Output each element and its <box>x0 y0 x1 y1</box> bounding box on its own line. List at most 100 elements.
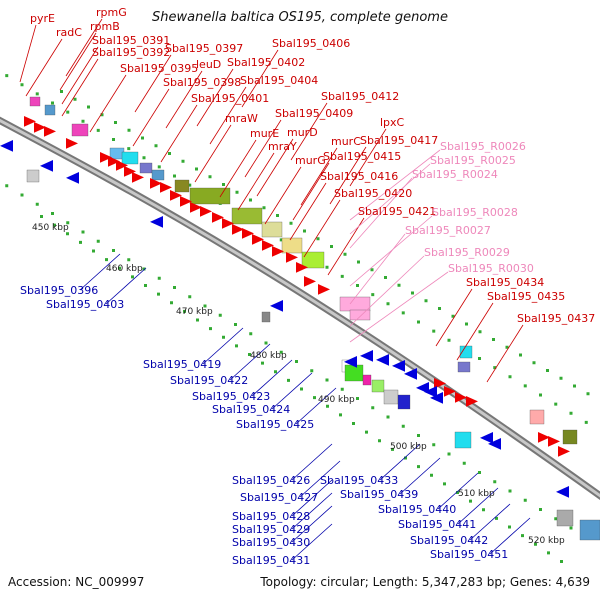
accession-text: Accession: NC_009997 <box>8 575 145 589</box>
feature-box <box>397 394 411 410</box>
tick-dot <box>157 276 161 280</box>
forward-gene-label: rpmB <box>90 20 120 33</box>
forward-gene-label: Sbal195_0416 <box>320 170 398 183</box>
forward-gene-label: leuD <box>196 58 221 71</box>
reverse-gene-label: Sbal195_0439 <box>340 488 418 501</box>
tick-dot <box>289 221 293 225</box>
leader-line <box>19 24 37 83</box>
forward-cds-arrow <box>558 446 570 457</box>
forward-cds-arrow <box>538 432 550 443</box>
tick-dot <box>417 465 420 469</box>
forward-gene-label: Sbal195_0435 <box>487 290 565 303</box>
feature-box <box>339 296 371 312</box>
tick-dot <box>443 482 446 486</box>
reverse-cds-arrow <box>404 368 417 380</box>
forward-cds-arrow <box>100 152 112 163</box>
feature-box <box>174 179 190 193</box>
tick-dot <box>303 229 306 233</box>
tick-dot <box>432 329 436 333</box>
forward-cds-arrow <box>170 190 182 201</box>
tick-dot <box>5 184 9 188</box>
reverse-gene-label: Sbal195_0440 <box>378 503 456 516</box>
tick-dot <box>51 212 54 215</box>
features <box>0 96 600 541</box>
tick-dot <box>519 353 522 357</box>
leader-lines <box>19 18 531 561</box>
tick-dot <box>20 83 24 87</box>
tick-dot <box>508 525 511 529</box>
tick-dot <box>73 97 77 101</box>
forward-gene-label: radC <box>56 26 82 39</box>
reverse-cds-arrow <box>488 438 501 450</box>
leader-line <box>291 443 333 481</box>
tick-dot <box>478 471 481 474</box>
tick-dot <box>357 260 360 264</box>
tick-dot <box>391 447 394 451</box>
tick-dot <box>340 387 344 391</box>
rna-gene-label: Sbal195_R0027 <box>405 224 491 237</box>
tick-dot <box>287 378 290 382</box>
tick-dot <box>325 378 329 382</box>
rna-gene-label: Sbal195_R0024 <box>412 168 498 181</box>
leader-line <box>229 343 271 381</box>
forward-gene-label: Sbal195_0415 <box>323 150 401 163</box>
leader-line <box>244 119 282 178</box>
tick-dot <box>493 366 497 370</box>
tick-dot <box>430 473 433 477</box>
leader-line <box>165 70 203 129</box>
tick-dot <box>96 128 100 132</box>
tick-dot <box>188 295 192 299</box>
tick-dot <box>154 144 158 148</box>
leader-line <box>349 177 413 249</box>
tick-dot <box>5 74 9 78</box>
forward-cds-arrow <box>132 172 144 183</box>
leader-line <box>399 457 441 495</box>
tick-dot <box>560 560 563 563</box>
reverse-cds-arrow <box>360 350 373 362</box>
feature-box <box>29 96 41 107</box>
forward-gene-label: mraY <box>268 140 297 153</box>
tick-dot <box>87 105 90 109</box>
tick-dot <box>573 384 576 388</box>
tick-dot <box>411 291 414 295</box>
forward-gene-label: Sbal195_0437 <box>517 312 595 325</box>
tick-dot <box>157 292 160 296</box>
tick-dot <box>505 345 509 349</box>
forward-cds-arrow <box>296 262 308 273</box>
tick-dot <box>127 147 131 151</box>
forward-gene-label: mraW <box>225 112 258 125</box>
forward-cds-arrow <box>318 284 330 295</box>
forward-cds-arrow <box>444 386 456 397</box>
reverse-gene-label: Sbal195_0433 <box>320 474 398 487</box>
kbp-tick-label: 470 kbp <box>176 307 213 317</box>
tick-dot <box>81 119 85 123</box>
feature-box <box>383 389 399 405</box>
reverse-gene-label: Sbal195_0427 <box>240 491 318 504</box>
tick-dot <box>195 167 198 171</box>
tick-dot <box>276 214 279 217</box>
reverse-cds-arrow <box>344 356 357 368</box>
tick-dot <box>523 498 527 502</box>
tick-dot <box>386 302 390 306</box>
tick-dot <box>508 375 512 379</box>
leader-line <box>132 88 170 147</box>
tick-dot <box>404 456 407 460</box>
forward-cds-arrow <box>190 202 202 213</box>
rna-gene-label: Sbal195_R0029 <box>424 246 510 259</box>
tick-dot <box>40 215 43 218</box>
forward-gene-label: Sbal195_0412 <box>321 90 399 103</box>
tick-dot <box>586 392 590 396</box>
leader-line <box>290 102 328 161</box>
forward-gene-label: pyrE <box>30 12 55 25</box>
tick-dot <box>141 136 144 140</box>
feature-box <box>121 151 139 165</box>
feature-box <box>562 429 578 445</box>
leader-line <box>349 255 425 327</box>
tick-dot <box>417 434 420 437</box>
tick-dot <box>493 480 497 484</box>
forward-gene-label: Sbal195_0398 <box>163 76 241 89</box>
feature-box <box>261 311 271 323</box>
forward-cds-arrow <box>34 122 46 133</box>
tick-dot <box>209 327 212 331</box>
tick-dot <box>378 439 381 443</box>
